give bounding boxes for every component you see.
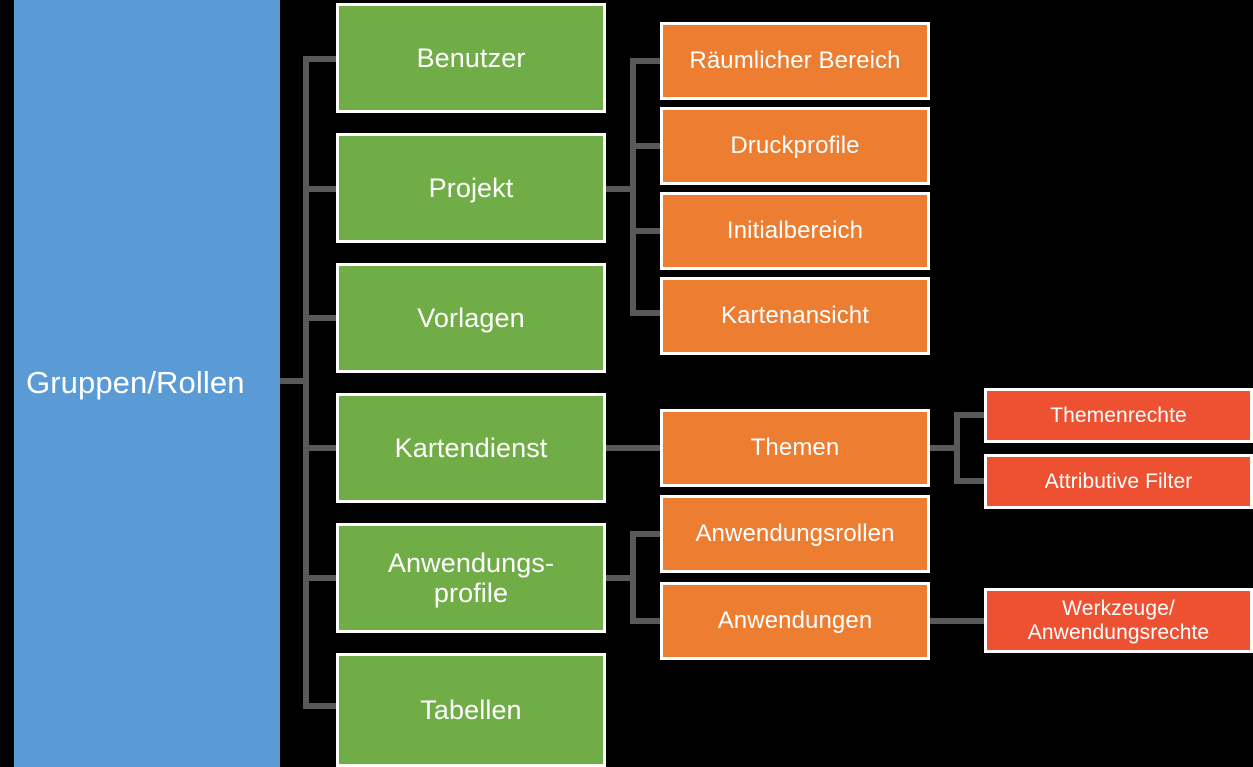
node-vorlagen[interactable]: Vorlagen — [336, 263, 606, 373]
node-anwendungen[interactable]: Anwendungen — [660, 582, 930, 660]
node-gruppen-rollen[interactable]: Gruppen/Rollen — [14, 0, 280, 767]
connector-root-branch-6 — [303, 703, 336, 709]
node-raeumlicher-bereich[interactable]: Räumlicher Bereich — [660, 22, 930, 100]
connector-root-branch-5 — [303, 575, 336, 581]
connector-root-branch-3 — [303, 315, 336, 321]
node-kartenansicht[interactable]: Kartenansicht — [660, 277, 930, 355]
connector-themen-trunk — [954, 412, 960, 484]
node-themen[interactable]: Themen — [660, 409, 930, 487]
node-anwendungsprofile[interactable]: Anwendungs- profile — [336, 523, 606, 633]
connector-projekt-branch-1 — [630, 58, 660, 64]
connector-projekt-branch-3 — [630, 228, 660, 234]
connector-themen-branch-2 — [954, 478, 984, 484]
node-themenrechte[interactable]: Themenrechte — [984, 388, 1253, 443]
connector-kartendienst-themen — [606, 445, 660, 451]
node-druckprofile[interactable]: Druckprofile — [660, 107, 930, 185]
connector-themen-stub — [930, 445, 960, 451]
node-anwendungsrollen[interactable]: Anwendungsrollen — [660, 495, 930, 573]
node-kartendienst[interactable]: Kartendienst — [336, 393, 606, 503]
node-benutzer[interactable]: Benutzer — [336, 3, 606, 113]
connector-root-stub — [280, 378, 308, 384]
connector-themen-branch-1 — [954, 412, 984, 418]
connector-projekt-stub — [606, 186, 636, 192]
node-werkzeuge-anwendungsrechte[interactable]: Werkzeuge/ Anwendungsrechte — [984, 588, 1253, 653]
connector-projekt-branch-2 — [630, 143, 660, 149]
connector-anwprofile-branch-1 — [630, 531, 660, 537]
connector-root-branch-1 — [303, 56, 336, 62]
connector-anwprofile-trunk — [630, 531, 636, 624]
connector-root-trunk — [303, 56, 309, 709]
connector-anwendungen-werkzeuge — [930, 618, 984, 624]
node-projekt[interactable]: Projekt — [336, 133, 606, 243]
connector-anwprofile-branch-2 — [630, 618, 660, 624]
connector-anwprofile-stub — [606, 575, 636, 581]
connector-root-branch-2 — [303, 186, 336, 192]
node-attributive-filter[interactable]: Attributive Filter — [984, 454, 1253, 509]
node-tabellen[interactable]: Tabellen — [336, 653, 606, 767]
connector-projekt-trunk — [630, 58, 636, 316]
node-initialbereich[interactable]: Initialbereich — [660, 192, 930, 270]
connector-projekt-branch-4 — [630, 310, 660, 316]
connector-root-branch-4 — [303, 445, 336, 451]
